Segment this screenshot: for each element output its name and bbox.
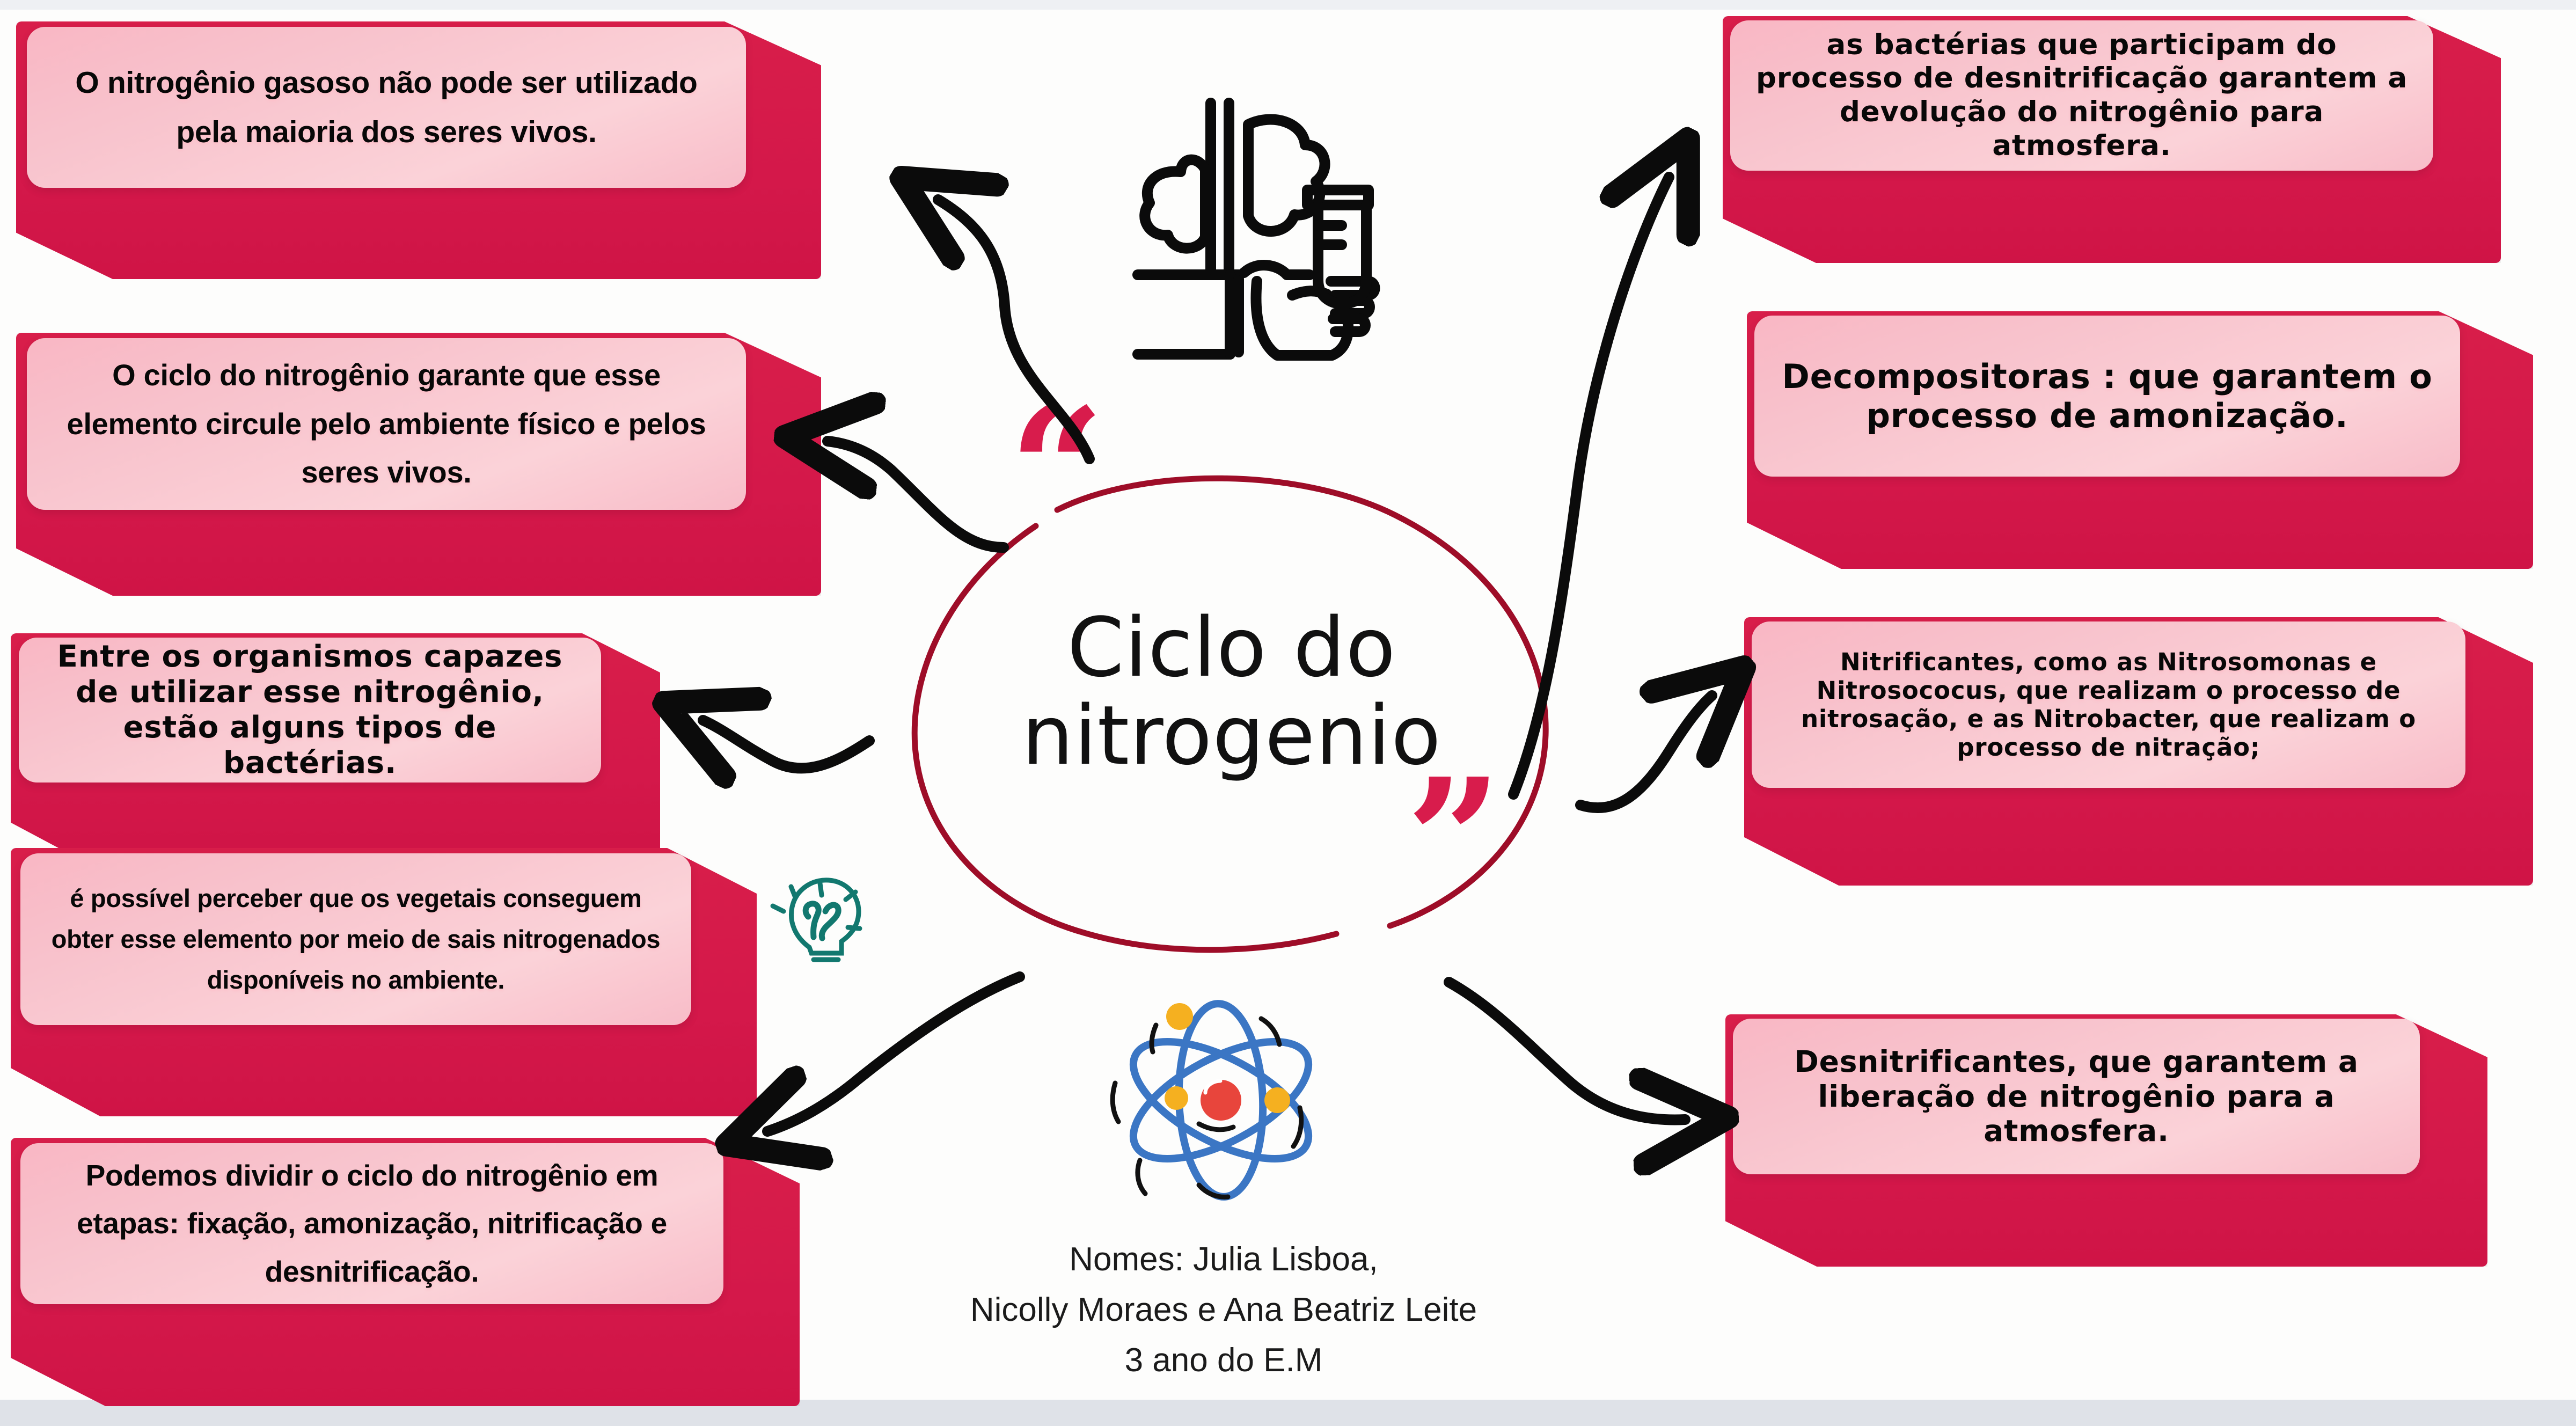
- left-card-1[interactable]: O nitrogênio gasoso não pode ser utiliza…: [16, 21, 821, 279]
- card-front-plate: Decompositoras : que garantem o processo…: [1754, 316, 2460, 477]
- quote-close-mark: ”: [1406, 742, 1502, 938]
- card-front-plate: as bactérias que participam do processo …: [1730, 20, 2433, 171]
- page-title-line-1: Ciclo do: [1067, 600, 1396, 695]
- right-card-4[interactable]: Desnitrificantes, que garantem a liberaç…: [1725, 1014, 2487, 1267]
- left-card-4[interactable]: é possível perceber que os vegetais cons…: [11, 848, 757, 1116]
- card-front-plate: Podemos dividir o ciclo do nitrogênio em…: [20, 1143, 723, 1304]
- page-title: Ciclo do nitrogenio: [934, 600, 1529, 784]
- card-front-plate: é possível perceber que os vegetais cons…: [20, 853, 691, 1025]
- right-card-2-text: Decompositoras : que garantem o processo…: [1782, 356, 2433, 435]
- right-card-3-text: Nitrificantes, como as Nitrosomonas e Ni…: [1801, 647, 2416, 762]
- atom-icon: [1100, 993, 1342, 1208]
- left-card-5-text: Podemos dividir o ciclo do nitrogênio em…: [77, 1159, 667, 1288]
- card-front-plate: Nitrificantes, como as Nitrosomonas e Ni…: [1752, 621, 2465, 788]
- byline: Nomes: Julia Lisboa, Nicolly Moraes e An…: [902, 1234, 1546, 1386]
- left-card-1-text: O nitrogênio gasoso não pode ser utiliza…: [75, 65, 698, 149]
- byline-line-3: 3 ano do E.M: [1124, 1342, 1323, 1379]
- card-front-plate: O ciclo do nitrogênio garante que esse e…: [27, 338, 746, 510]
- page-title-line-2: nitrogenio: [1022, 688, 1441, 784]
- right-card-4-text: Desnitrificantes, que garantem a liberaç…: [1794, 1044, 2359, 1149]
- right-card-2[interactable]: Decompositoras : que garantem o processo…: [1747, 311, 2533, 569]
- right-card-3[interactable]: Nitrificantes, como as Nitrosomonas e Ni…: [1744, 617, 2533, 886]
- left-card-5[interactable]: Podemos dividir o ciclo do nitrogênio em…: [11, 1138, 800, 1406]
- quote-open-mark: “: [1009, 372, 1105, 567]
- right-card-1-text: as bactérias que participam do processo …: [1755, 28, 2408, 162]
- left-card-3[interactable]: Entre os organismos capazes de utilizar …: [11, 633, 660, 864]
- card-front-plate: O nitrogênio gasoso não pode ser utiliza…: [27, 27, 746, 188]
- left-card-4-text: é possível perceber que os vegetais cons…: [51, 883, 661, 994]
- left-card-2-text: O ciclo do nitrogênio garante que esse e…: [67, 357, 706, 489]
- right-card-1[interactable]: as bactérias que participam do processo …: [1723, 16, 2501, 263]
- byline-line-1: Nomes: Julia Lisboa,: [1069, 1241, 1378, 1278]
- card-front-plate: Entre os organismos capazes de utilizar …: [19, 638, 601, 783]
- tree-and-test-tube-icon: [1116, 64, 1438, 386]
- top-edge-strip: [0, 0, 2576, 10]
- card-front-plate: Desnitrificantes, que garantem a liberaç…: [1733, 1019, 2420, 1174]
- idea-lightbulb-icon: [762, 832, 896, 966]
- byline-line-2: Nicolly Moraes e Ana Beatriz Leite: [970, 1291, 1477, 1329]
- left-card-3-text: Entre os organismos capazes de utilizar …: [57, 639, 563, 781]
- center-bubble-outline: [891, 472, 1567, 955]
- left-card-2[interactable]: O ciclo do nitrogênio garante que esse e…: [16, 333, 821, 596]
